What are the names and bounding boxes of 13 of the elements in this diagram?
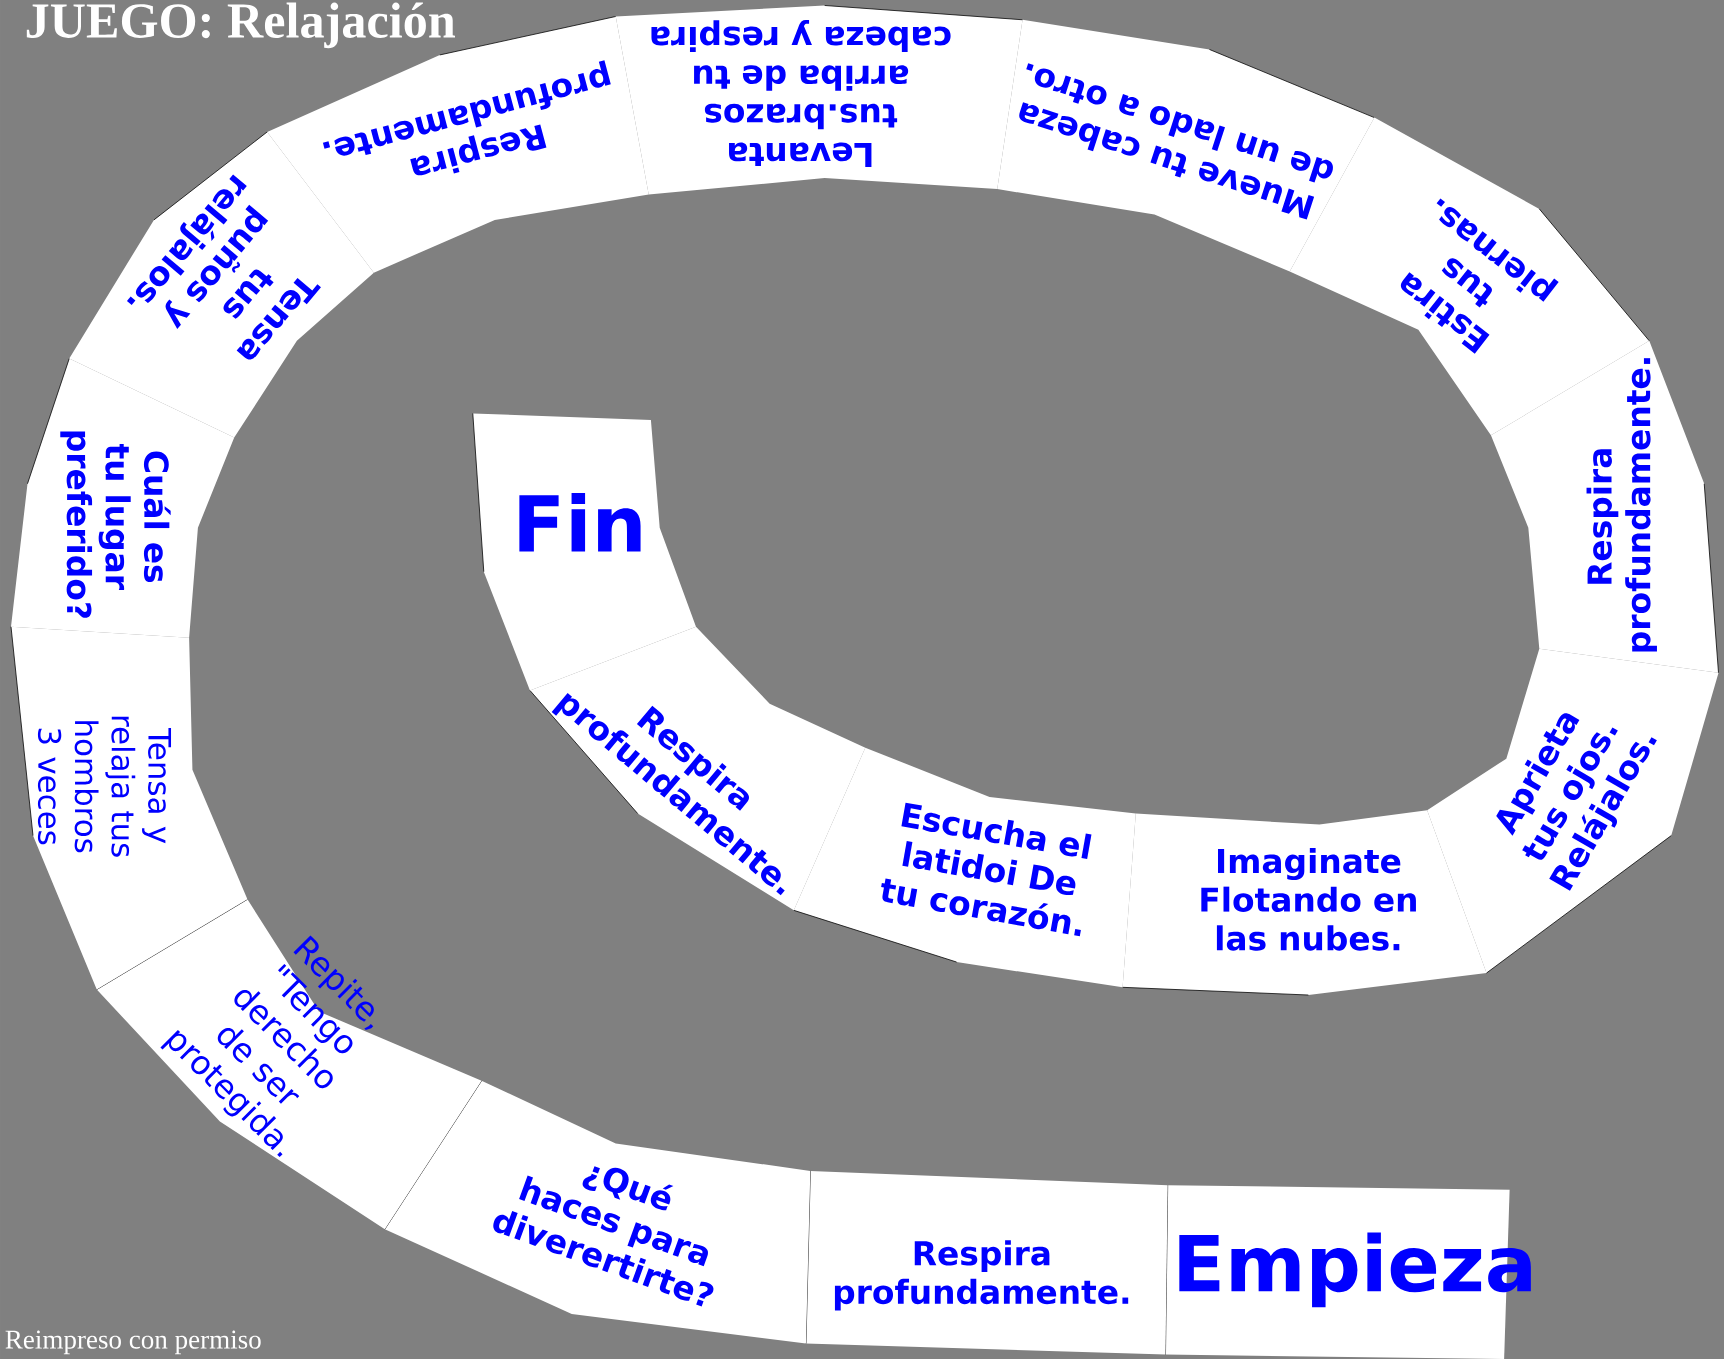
node-label: Escucha el latidoi De tu corazón. — [881, 802, 1092, 937]
node-label: Tensa y relaja tus hombros 3 veces — [37, 716, 172, 857]
node-label: Fin — [519, 492, 641, 552]
board-space: Respira profundamente. — [1490, 340, 1719, 674]
node-label: Imaginate Flotando en las nubes. — [1201, 848, 1416, 951]
board-space: Fin — [472, 413, 696, 691]
board-space: Imaginate Flotando en las nubes. — [1122, 810, 1487, 996]
node-label: Respira profundamente. — [834, 1240, 1129, 1311]
credit-note: Reimpreso con permiso — [5, 1330, 261, 1355]
board-space: Empieza — [1165, 1184, 1531, 1359]
node-label: Levanta tus.brazos arriba de tu cabeza y respira — [651, 19, 951, 167]
board-space: Tensa y relaja tus hombros 3 veces — [10, 626, 248, 990]
board-space: Respira profundamente. — [805, 1170, 1168, 1355]
